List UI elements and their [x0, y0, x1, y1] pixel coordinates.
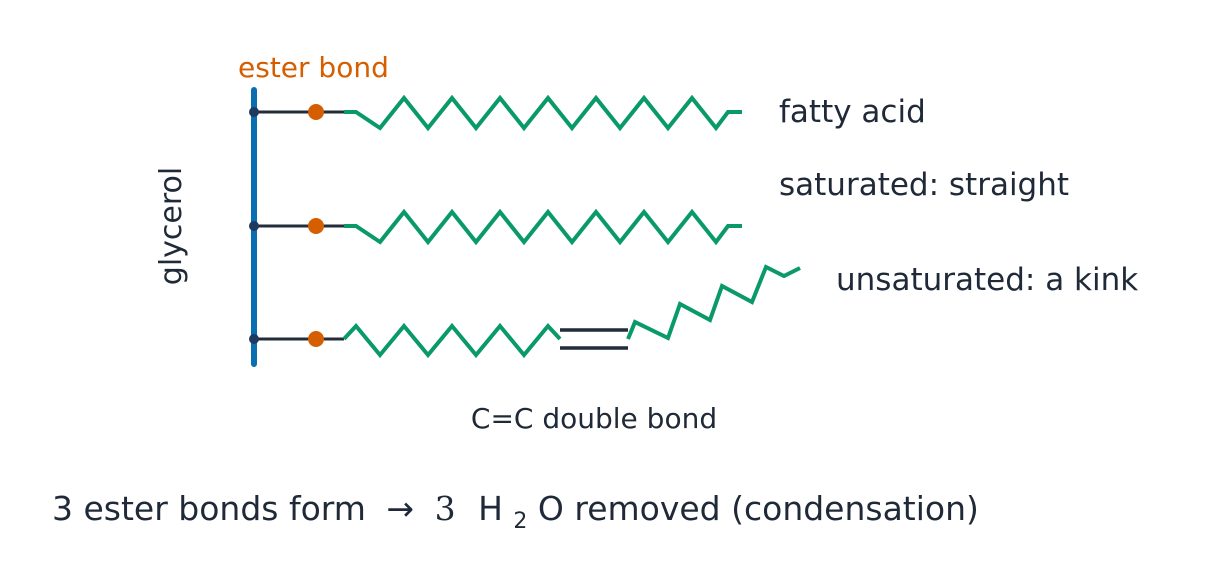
unsaturated-label: unsaturated: a kink [836, 262, 1138, 298]
glycerol-node-3 [249, 334, 259, 344]
fatty-acid-label: fatty acid [779, 94, 926, 130]
fatty-acid-chain-3-kink [626, 264, 801, 341]
caption-lead: 3 ester bonds form [52, 489, 366, 528]
ester-dot-2 [308, 218, 324, 234]
fatty-acid-chain-3-left [342, 322, 562, 359]
caption-subscript: 2 [513, 509, 527, 534]
caption-h: H [478, 489, 503, 528]
condensation-caption: 3 ester bonds form → 3 H 2 O removed (co… [52, 489, 979, 536]
fatty-acid-chain-1 [344, 94, 742, 132]
caption-count: 3 [435, 489, 456, 528]
glycerol-node-2 [249, 221, 259, 231]
ester-dot-3 [308, 331, 324, 347]
ester-dot-1 [308, 104, 324, 120]
caption-arrow: → [386, 489, 414, 528]
saturated-label: saturated: straight [779, 167, 1069, 203]
ester-bond-label: ester bond [238, 51, 389, 84]
caption-rest: O removed (condensation) [538, 489, 979, 528]
glycerol-label: glycerol [154, 167, 189, 285]
glycerol-node-1 [249, 107, 259, 117]
fatty-acid-chain-2 [344, 208, 742, 246]
double-bond-label: C=C double bond [471, 402, 717, 435]
